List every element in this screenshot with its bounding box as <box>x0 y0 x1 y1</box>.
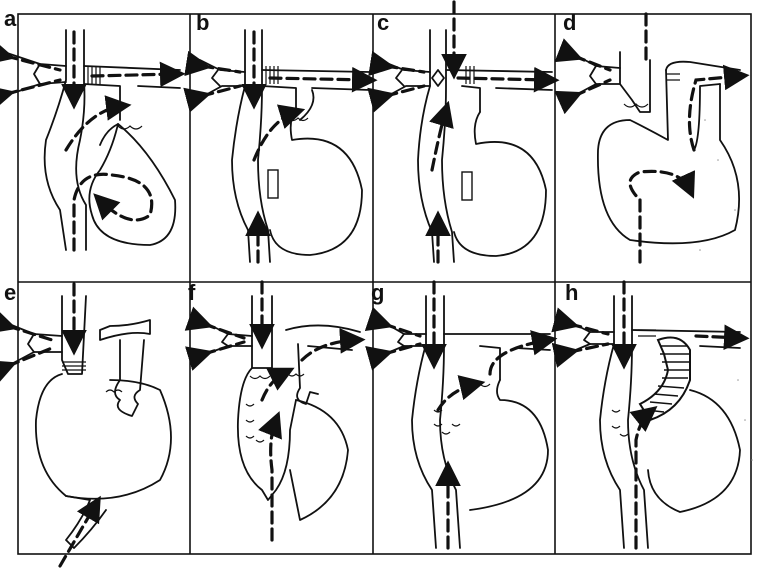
panel-a-drawing <box>0 29 186 252</box>
panel-h-drawing <box>551 280 750 550</box>
panel-label-a: a <box>4 6 17 31</box>
panel-label-c: c <box>377 10 389 35</box>
panel-b-drawing <box>183 29 378 264</box>
panel-e-drawing <box>0 282 172 568</box>
scan-speckle <box>699 119 753 461</box>
panel-c-drawing <box>367 0 560 264</box>
figure-frame <box>17 13 752 555</box>
panel-f-drawing <box>184 280 366 542</box>
panel-label-g: g <box>371 280 384 305</box>
panel-label-f: f <box>188 280 196 305</box>
panel-g-drawing <box>364 280 558 550</box>
panel-label-d: d <box>563 10 576 35</box>
panel-d-drawing <box>554 12 750 264</box>
panel-label-b: b <box>196 10 209 35</box>
panel-label-h: h <box>565 280 578 305</box>
panel-label-e: e <box>4 280 16 305</box>
